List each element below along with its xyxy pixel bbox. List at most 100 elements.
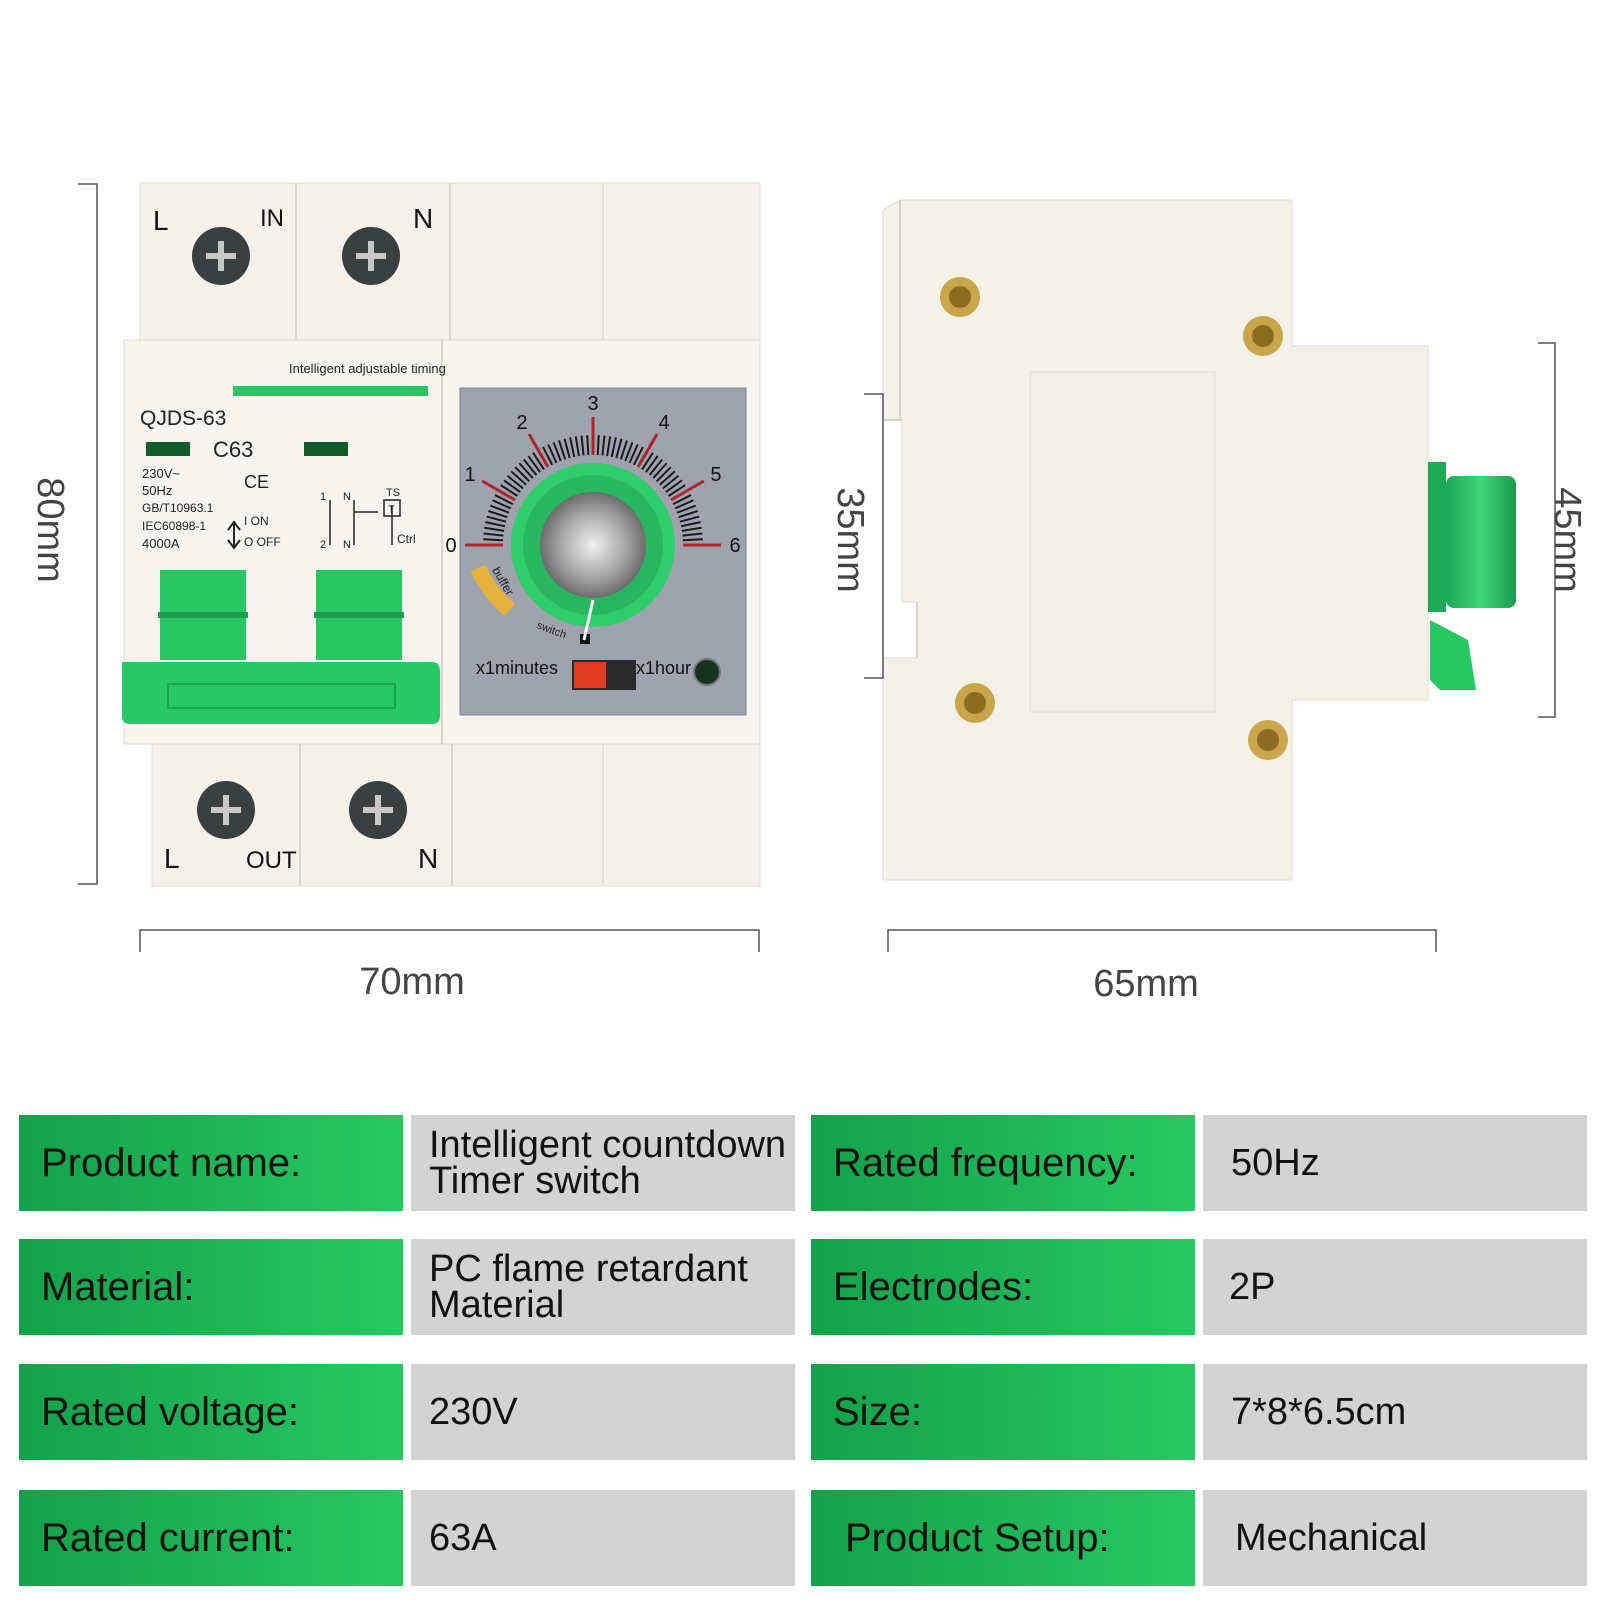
dial-tick: [655, 466, 672, 483]
off-label: O OFF: [244, 535, 281, 549]
spec-label-material: Material:: [19, 1239, 403, 1335]
wiring-label: TS: [386, 487, 400, 499]
timer-knob[interactable]: [511, 463, 675, 641]
banner-stripe: [233, 386, 428, 396]
curve-label: C63: [213, 437, 253, 462]
product-illustration: L IN N L OUT N Intelligent adjustable ti…: [29, 182, 1588, 1005]
buffer-arc: [470, 564, 516, 617]
minutes-label: x1minutes: [476, 658, 558, 678]
dial-tick: [606, 436, 612, 457]
side-view: [882, 199, 1516, 881]
spec-value-rated-current: 63A: [411, 1490, 795, 1586]
dial-tick: [518, 462, 534, 479]
dial-tick: [681, 526, 702, 532]
toggle-handle[interactable]: [122, 662, 440, 724]
dial-tick: [542, 446, 554, 466]
wiring-label: Ctrl: [397, 532, 416, 546]
rivet-icon: [1248, 720, 1288, 760]
spec-value-text: 230V: [429, 1390, 518, 1433]
hour-label: x1hour: [636, 658, 691, 678]
spec-label-size: Size:: [811, 1364, 1195, 1460]
dial-number: 0: [445, 535, 456, 557]
dial-tick: [486, 515, 507, 523]
spec-label-rated-current: Rated current:: [19, 1490, 403, 1586]
outer-height-dimension: 45mm: [1546, 487, 1588, 593]
dial-tick: [522, 458, 538, 476]
spec-line: GB/T10963.1: [142, 501, 214, 515]
ce-mark: CE: [244, 472, 269, 492]
dial-tick: [645, 455, 659, 473]
dial-tick: [527, 455, 541, 473]
dial-tick: [636, 433, 659, 468]
spec-value-text: 2P: [1229, 1265, 1276, 1308]
dial-tick: [596, 435, 600, 456]
front-width-dimension: 70mm: [359, 961, 465, 1003]
spec-label-rated-frequency: Rated frequency:: [811, 1115, 1195, 1211]
dial-tick: [532, 452, 545, 471]
spec-line: 230V~: [142, 466, 180, 481]
wiring-diagram: [329, 499, 401, 545]
side-handle[interactable]: [1430, 620, 1476, 690]
dial-tick: [510, 470, 527, 486]
wiring-label: T: [388, 504, 395, 516]
dial-tick: [503, 479, 521, 493]
range-switch[interactable]: [572, 660, 636, 690]
dial-tick: [483, 538, 504, 542]
dial-tick: [632, 446, 644, 466]
wiring-label: N: [343, 491, 351, 503]
spec-value-text: Mechanical: [1235, 1516, 1428, 1559]
side-knob[interactable]: [1446, 476, 1516, 608]
wiring-label: 2: [320, 539, 326, 551]
dial-tick: [574, 436, 580, 457]
dial-number: 6: [729, 535, 740, 557]
wiring-label: 1: [320, 491, 326, 503]
dial-scale: [465, 417, 721, 547]
dial-number: 3: [587, 393, 598, 415]
spec-line: IEC60898-1: [142, 519, 206, 533]
wiring-label: N: [343, 539, 351, 551]
spec-label-product-setup: Product Setup:: [811, 1490, 1195, 1586]
spec-value-text: 63A: [429, 1516, 497, 1559]
terminal-label: OUT: [246, 847, 297, 874]
dial-tick: [619, 440, 628, 460]
rivet-icon: [955, 683, 995, 723]
dial-tick: [652, 462, 668, 479]
dial-tick: [481, 479, 516, 502]
dial-tick: [514, 466, 531, 483]
spec-value-product-setup: Mechanical: [1203, 1490, 1587, 1586]
dial-tick: [601, 435, 606, 456]
spec-value-rated-frequency: 50Hz: [1203, 1115, 1587, 1211]
rivet-icon: [940, 277, 980, 317]
dial-tick: [580, 435, 585, 456]
terminal-label: N: [413, 203, 433, 234]
dial-tick: [552, 441, 562, 462]
on-off-arrow-icon: [227, 520, 241, 550]
dial-tick: [682, 532, 703, 537]
dial-tick: [492, 499, 512, 510]
dial-tick: [494, 494, 514, 506]
height-dimension: 80mm: [29, 477, 71, 583]
dial-tick: [489, 504, 510, 514]
spec-label-rated-voltage: Rated voltage:: [19, 1364, 403, 1460]
dial-number: 1: [464, 464, 475, 486]
dial-tick: [483, 532, 504, 537]
dial-tick: [680, 521, 701, 528]
screw-icon: [342, 227, 400, 285]
spec-value-material: PC flame retardant Material: [411, 1239, 795, 1335]
dial-tick: [569, 437, 576, 458]
terminal-label: IN: [260, 205, 284, 232]
dial-tick: [641, 452, 654, 471]
dial-number: 4: [658, 412, 669, 434]
dimension-lines: [78, 183, 1556, 952]
dial-tick: [615, 438, 623, 459]
spec-line: 50Hz: [142, 483, 172, 498]
dial-tick: [678, 510, 698, 519]
dial-tick: [484, 526, 505, 532]
spec-value-text: 50Hz: [1231, 1141, 1320, 1184]
dial-tick: [485, 521, 506, 528]
dial-tick: [563, 438, 571, 459]
dial-tick: [682, 538, 703, 542]
screw-icon: [349, 781, 407, 839]
spec-line: 4000A: [142, 536, 180, 551]
